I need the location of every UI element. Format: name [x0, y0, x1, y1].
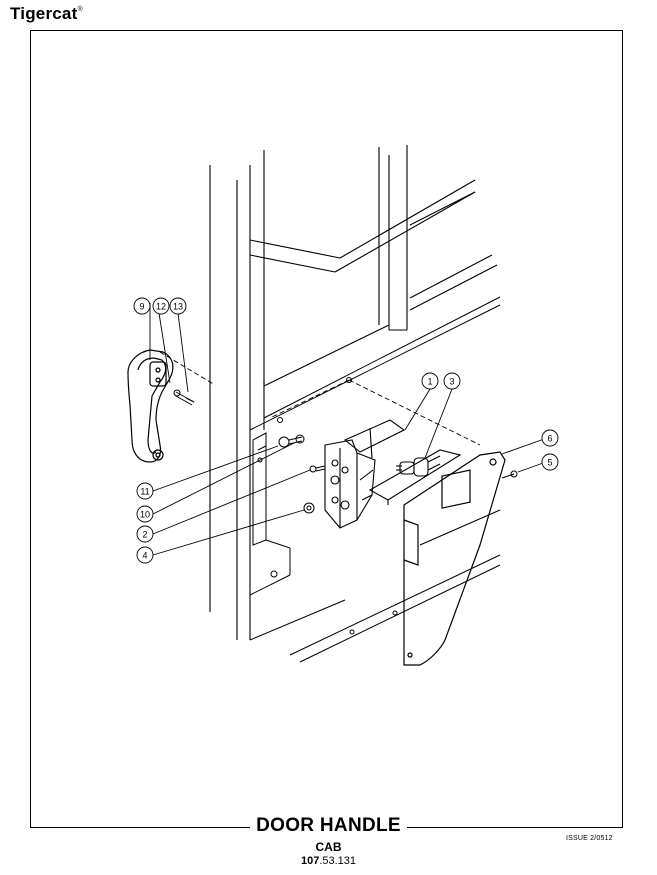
part-number-suffix: .53.131	[319, 855, 357, 867]
brand-logo: Tigercat®	[10, 4, 83, 24]
latch-bracket	[343, 419, 462, 505]
registered-mark: ®	[77, 6, 83, 13]
assembly-lines	[159, 351, 481, 446]
callout-6: 6	[547, 434, 552, 444]
callout-9: 9	[139, 302, 144, 312]
callout-4: 4	[142, 551, 147, 561]
striker-bolt	[396, 455, 441, 477]
callout-2: 2	[142, 530, 147, 540]
page-subtitle: CAB	[315, 840, 342, 854]
callout-11: 11	[140, 487, 149, 497]
leader-lines	[149, 303, 548, 556]
callout-10: 10	[140, 510, 150, 520]
issue-label: ISSUE 2/0512	[566, 835, 613, 842]
page-title: DOOR HANDLE	[250, 815, 407, 837]
callout-1: 1	[427, 377, 432, 387]
callout-3: 3	[449, 377, 454, 387]
window-frame	[249, 179, 498, 387]
part-number: 107.53.131	[0, 855, 657, 867]
part-number-prefix: 107	[300, 855, 320, 867]
striker-plate	[403, 451, 506, 666]
latch-body	[324, 439, 376, 529]
callout-5: 5	[547, 458, 552, 468]
hinge-plate	[252, 432, 267, 546]
handle-screw	[173, 389, 195, 406]
door-handle	[127, 349, 174, 463]
callout-13: 13	[173, 302, 183, 312]
brand-name: Tigercat	[10, 4, 78, 23]
title-row: DOOR HANDLE	[0, 815, 657, 837]
callout-12: 12	[156, 302, 166, 312]
screws	[278, 434, 518, 514]
panel-lines	[249, 296, 501, 663]
door-frame	[209, 145, 408, 640]
